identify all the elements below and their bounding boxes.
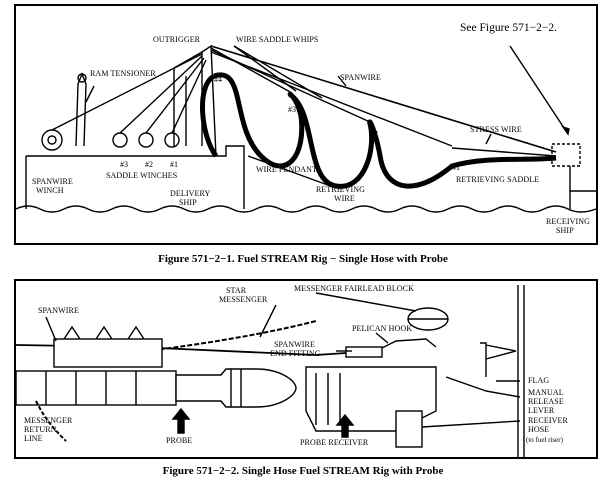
saddle-winch-1 [164,132,180,148]
label-star-messenger-line1: STAR [226,286,247,295]
label-spanwire-end-fitting-line1: SPANWIRE [274,340,315,349]
label-probe-receiver: PROBE RECEIVER [300,438,369,447]
probe-receiver-dashed [551,143,581,167]
label-retrieving-saddle: RETRIEVING SADDLE [456,175,540,184]
label-receiver-hose-line1: RECEIVER [528,416,568,425]
figure-single-hose-probe: SPANWIRE STAR MESSENGER MESSENGER FAIRLE… [14,279,598,459]
label-messenger-fairlead-block: MESSENGER FAIRLEAD BLOCK [294,284,415,293]
figure1-caption: Figure 571−2−1. Fuel STREAM Rig − Single… [158,253,448,265]
label-ram-tensioner: RAM TENSIONER [90,69,156,78]
spanwire-line [210,45,557,153]
figure2-caption: Figure 571−2−2. Single Hose Fuel STREAM … [162,465,444,477]
probe-assembly [175,368,297,408]
label-spanwire: SPANWIRE [340,73,381,82]
label-messenger-return-line-line3: LINE [24,434,43,443]
saddle-winch-3 [112,132,128,148]
label-receiver-hose-line2: HOSE [528,425,550,434]
label-saddle-3: #3 [288,105,296,114]
label-saddle-2: #2 [370,129,378,138]
label-saddle-winches: SADDLE WINCHES [106,171,178,180]
label-manual-release-lever-line3: LEVER [528,406,555,415]
label-receiver-hose-line3: (to fuel riser) [526,436,563,444]
label-spanwire-winch-line2: WINCH [36,186,64,195]
receiving-ship-hull [569,166,596,192]
label-delivery-ship-line1: DELIVERY [170,189,211,198]
label-retrieving-wire-line2: WIRE [334,194,355,203]
label-probe: PROBE [166,436,193,445]
label-outrigger: OUTRIGGER [153,35,201,44]
fuel-hose [200,72,557,189]
label-winch-2: #2 [145,160,153,169]
label-delivery-ship-line2: SHIP [179,198,197,207]
ram-tensioner [75,72,87,147]
label-manual-release-lever-line2: RELEASE [528,397,564,406]
water-surface [16,205,596,213]
saddle-winch-2 [138,132,154,148]
label-winch-3: #3 [120,160,128,169]
label-wire-saddle-whips: WIRE SADDLE WHIPS [236,35,319,44]
label-retrieving-wire-line1: RETRIEVING [316,185,365,194]
label-wire-pendant: WIRE PENDANT [256,165,317,174]
manual-release-lever [445,376,487,392]
fuel-stream-rig-drawing [16,44,596,213]
label-pelican-hook: PELICAN HOOK [352,324,413,333]
label-winch-1: #1 [170,160,178,169]
saddle-trolley [53,338,163,368]
single-hose-probe-drawing [16,285,525,457]
probe-receiver-arrow [335,413,355,438]
label-messenger-return-line-line2: RETURN [24,425,57,434]
label-stress-wire: STRESS WIRE [470,125,522,134]
label-messenger-return-line-line1: MESSENGER [24,416,73,425]
label-saddle-1: #1 [452,163,460,172]
figure-fuel-stream-rig: See Figure 571−2−2. OUTRIGGER WIRE SADDL… [14,4,598,245]
probe-arrow [171,407,191,434]
label-spanwire-winch-line1: SPANWIRE [32,177,73,186]
flag [480,342,517,377]
spanwire-end-fitting [345,346,383,358]
label-star-messenger-line2: MESSENGER [219,295,268,304]
hose-body [16,370,177,406]
label-flag: FLAG [528,376,550,385]
label-spanwire-end-fitting-line2: END FITTING [270,349,321,358]
label-receiving-ship-line1: RECEIVING [546,217,591,226]
label-manual-release-lever-line1: MANUAL [528,388,564,397]
delivery-ship-hull [26,145,245,209]
label-receiving-ship-line2: SHIP [556,226,574,235]
label-spanwire: SPANWIRE [38,306,79,315]
pelican-hook [375,338,437,352]
label-saddle-4: #4 [214,75,222,84]
see-figure-note: See Figure 571−2−2. [460,22,557,34]
stress-wire [451,147,557,157]
spanwire-winch [41,129,63,151]
receiver-hose [395,410,423,448]
